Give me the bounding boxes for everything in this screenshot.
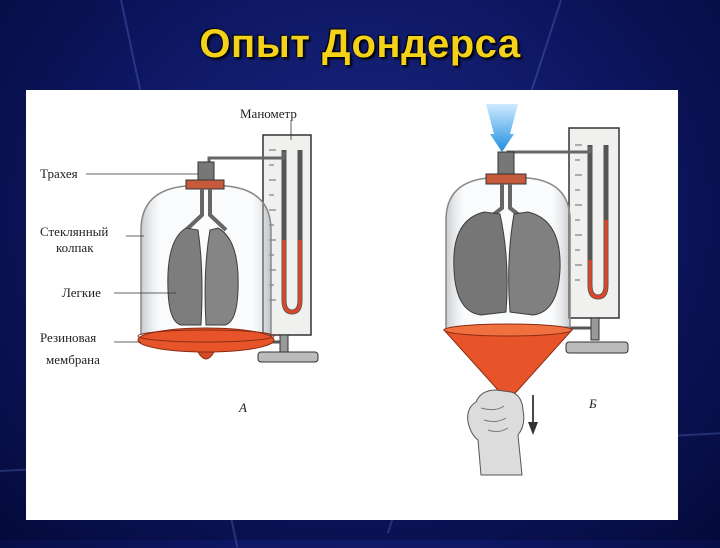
stopper-b (485, 173, 527, 185)
slide-title: Опыт Дондерса (199, 22, 521, 66)
air-inflow-arrow (486, 104, 518, 152)
donders-experiment-figure: Манометр Трахея Стеклянный колпак Легкие… (26, 90, 678, 520)
manometer-b-liquid (588, 220, 608, 299)
panel-letter-b: Б (588, 396, 597, 411)
panel-letter-a: А (238, 400, 247, 415)
label-glass-bell-line1: Стеклянный (40, 224, 108, 239)
membrane-a-rim (137, 329, 275, 343)
label-membrane-line2: мембрана (46, 352, 100, 367)
label-manometer: Манометр (240, 106, 297, 121)
hand-fingers (480, 405, 509, 433)
stand-b-base (565, 341, 629, 354)
label-glass-bell-line2: колпак (56, 240, 94, 255)
manometer-b-scale (575, 144, 582, 281)
donders-diagram: Манометр Трахея Стеклянный колпак Легкие… (40, 104, 629, 476)
trachea-b-top (497, 151, 515, 175)
membrane-b-rim (443, 323, 573, 337)
stand-b-post (590, 317, 600, 341)
lung-a-right (204, 227, 239, 326)
manometer-b-case (568, 127, 620, 319)
lung-b-right (508, 211, 561, 316)
pull-down-arrow-head (528, 422, 538, 435)
apparatus-b (442, 104, 629, 476)
stopper-a (185, 179, 225, 190)
manometer-a-liquid (282, 240, 302, 314)
hand-icon (467, 389, 525, 476)
trachea-a (184, 189, 228, 232)
trachea-a-top (197, 161, 215, 181)
label-membrane-line1: Резиновая (40, 330, 96, 345)
lung-a-left (167, 227, 203, 326)
label-lungs: Легкие (62, 285, 101, 300)
label-trachea: Трахея (40, 166, 78, 181)
stand-a-base (257, 351, 319, 363)
lung-b-left (453, 211, 508, 316)
membrane-a-knob (197, 351, 215, 360)
leader-lines-a (86, 120, 292, 343)
membrane-b-cone (442, 329, 574, 397)
apparatus-a (137, 134, 319, 363)
